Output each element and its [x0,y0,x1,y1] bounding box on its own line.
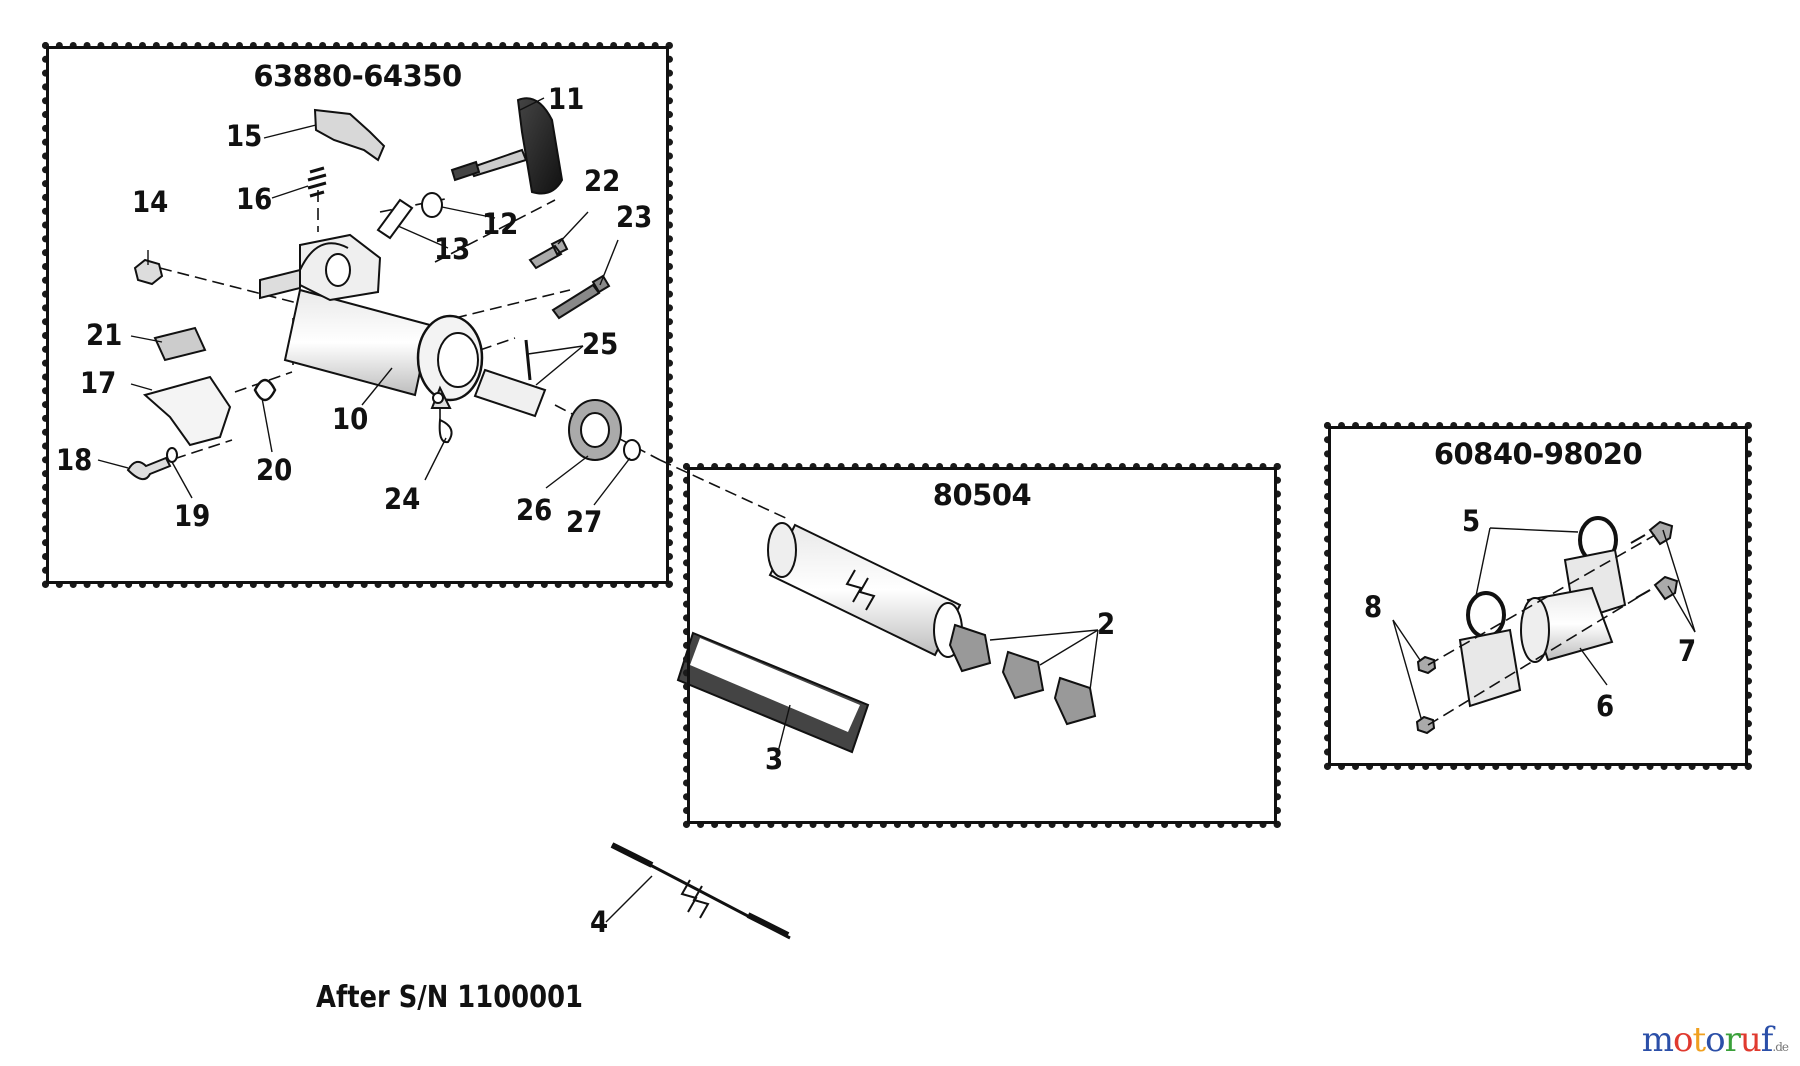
panel-title-main: 63880-64350 [253,59,462,93]
part-8-nuts [1415,655,1437,735]
callout-20: 20 [256,453,293,487]
callout-10: 10 [332,402,369,436]
part-4-drive-shaft [605,842,791,940]
callout-13: 13 [434,232,471,266]
part-20-clip [253,378,277,402]
panel-title-tube: 80504 [932,478,1032,512]
part-16-spring [307,166,327,198]
callout-3: 3 [765,742,784,776]
part-24-clip [438,418,453,444]
callout-6: 6 [1596,689,1615,723]
part-22-bolt [528,237,569,270]
part-11-t-knob [450,97,564,195]
callout-16: 16 [236,182,273,216]
callout-8: 8 [1364,590,1383,624]
part-10-housing [259,233,484,409]
part-25-shaft [473,368,547,418]
callout-11: 11 [548,82,585,116]
callout-17: 17 [80,366,117,400]
part-tube [767,522,963,658]
part-23-screw [551,274,611,320]
serial-number-note: After S/N 1100001 [316,980,583,1015]
part-27-snap-ring [623,439,641,461]
bracket-leader-lines [1392,527,1696,719]
part-17-bracket [142,375,232,447]
panel-tube: 80504 [683,463,1281,828]
callout-14: 14 [132,185,169,219]
callout-5: 5 [1462,504,1481,538]
part-2-dampers [948,623,1097,726]
callout-15: 15 [226,119,263,153]
callout-26: 26 [516,493,553,527]
callout-2: 2 [1097,607,1116,641]
callout-21: 21 [86,318,123,352]
part-26-bearing [568,399,622,461]
part-15-lever-plate [313,108,386,162]
part-6-sleeve [1520,586,1614,663]
part-21-label [153,326,207,362]
panel-main: 63880-64350 [42,42,673,588]
callout-23: 23 [616,200,653,234]
part-14-nut [133,258,164,286]
callout-12: 12 [482,207,519,241]
callout-19: 19 [174,499,211,533]
callout-7: 7 [1678,634,1697,668]
panel-title-bracket: 60840-98020 [1433,437,1643,471]
callout-4: 4 [590,905,609,939]
watermark-text: motoruf [1641,1020,1774,1060]
callout-27: 27 [566,505,603,539]
bracket-assembly-lines [1427,534,1656,726]
callout-24: 24 [384,482,421,516]
part-12-washer [421,192,443,218]
leader-lines [97,97,631,506]
part-13-pin [376,198,414,240]
watermark-logo: motoruf.de [1641,1020,1789,1060]
part-18-screw [126,456,172,481]
panel-bracket: 60840-98020 [1324,422,1752,770]
watermark-suffix: .de [1772,1040,1789,1054]
callout-18: 18 [56,443,93,477]
callout-25: 25 [582,327,619,361]
tube-leader-lines [777,629,1099,753]
callout-22: 22 [584,164,621,198]
